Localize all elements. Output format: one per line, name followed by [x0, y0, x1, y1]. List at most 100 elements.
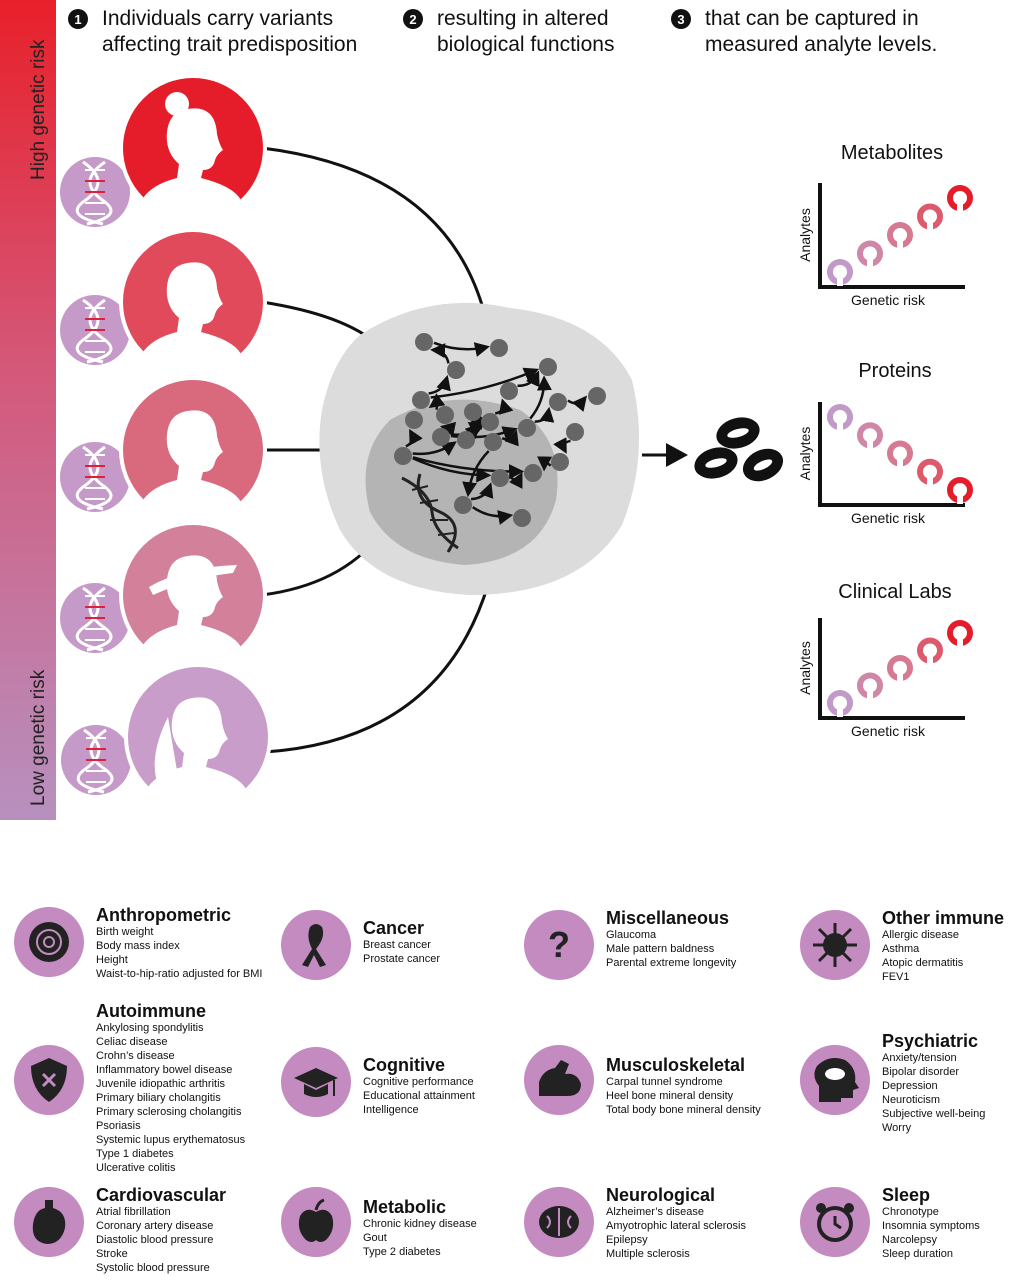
network-node	[500, 382, 518, 400]
trait-item: Anxiety/tension	[882, 1052, 957, 1064]
question-mark-icon: ?	[524, 910, 594, 980]
trait-item: Depression	[882, 1080, 938, 1092]
network-node	[432, 428, 450, 446]
individual-3	[60, 376, 267, 524]
shield-x-icon	[14, 1045, 84, 1115]
network-node	[588, 387, 606, 405]
analyte-marker	[887, 222, 913, 249]
analyte-marker	[917, 458, 943, 486]
trait-item: Chronic kidney disease	[363, 1218, 477, 1230]
plot-ylabel: Analytes	[797, 641, 813, 695]
trait-item: Celiac disease	[96, 1036, 168, 1048]
network-node	[551, 453, 569, 471]
network-edge	[412, 456, 525, 480]
trait-item: Insomnia symptoms	[882, 1220, 980, 1232]
network-edge	[430, 343, 450, 364]
network-edge	[553, 437, 571, 454]
network-node	[490, 339, 508, 357]
trait-item: Gout	[363, 1232, 387, 1244]
plot-xlabel: Genetic risk	[851, 510, 926, 526]
analyte-marker	[857, 422, 883, 450]
brain-icon	[524, 1187, 594, 1257]
step-number: 3	[671, 9, 691, 29]
trait-item: Male pattern baldness	[606, 943, 715, 955]
individual-4	[60, 521, 267, 669]
heart-icon	[14, 1187, 84, 1257]
tape-measure-icon	[14, 907, 84, 977]
ribbon-icon	[281, 910, 351, 980]
plot-axes	[818, 402, 965, 507]
network-edge	[508, 472, 523, 489]
trait-item: Worry	[882, 1122, 912, 1134]
network-edge	[428, 393, 446, 410]
plot-xlabel: Genetic risk	[851, 723, 926, 739]
trait-item: Height	[96, 954, 128, 966]
trait-item: Inflammatory bowel disease	[96, 1064, 233, 1076]
person-man-hat-icon	[119, 521, 267, 669]
individual-1	[60, 74, 267, 227]
step-1: 1 Individuals carry variants affecting t…	[68, 6, 357, 58]
analyte-marker	[827, 690, 853, 717]
person-child-icon	[119, 376, 267, 524]
individuals	[60, 74, 272, 811]
trait-item: Type 2 diabetes	[363, 1246, 441, 1258]
network-edge	[412, 441, 457, 456]
network-edge	[517, 370, 540, 388]
head-storm-icon	[800, 1045, 870, 1115]
trait-item: Systemic lupus erythematosus	[96, 1134, 246, 1146]
analyte-marker	[827, 259, 853, 286]
category-title: Cardiovascular	[96, 1185, 227, 1205]
trait-item: Cognitive performance	[363, 1076, 474, 1088]
step-text: Individuals carry variants affecting tra…	[102, 7, 358, 56]
category-title: Metabolic	[363, 1197, 447, 1217]
trait-item: Juvenile idiopathic arthritis	[96, 1078, 226, 1090]
network-node	[524, 464, 542, 482]
trait-item: Coronary artery disease	[96, 1220, 214, 1232]
plot-title-metabolites: Metabolites	[840, 142, 944, 164]
trait-item: Systolic blood pressure	[96, 1262, 210, 1274]
analyte-marker	[887, 655, 913, 682]
analyte-marker	[917, 203, 943, 231]
trait-item: Intelligence	[363, 1104, 419, 1116]
trait-item: Chronotype	[882, 1206, 939, 1218]
analyte-marker	[887, 440, 913, 468]
trait-item: Glaucoma	[606, 929, 657, 941]
step-3: 3 that can be captured in measured analy…	[671, 6, 937, 58]
category-title: Other immune	[882, 908, 1005, 928]
analyte-marker	[947, 477, 973, 504]
category-title: Autoimmune	[96, 1001, 206, 1021]
trait-item: Asthma	[882, 943, 920, 955]
cell	[319, 302, 640, 595]
molecular-network	[394, 333, 606, 527]
category-title: Sleep	[882, 1185, 931, 1205]
network-nodes	[394, 333, 606, 527]
trait-item: Amyotrophic lateral sclerosis	[606, 1220, 746, 1232]
plot-ylabel: Analytes	[797, 208, 813, 262]
network-node	[464, 403, 482, 421]
category-title: Cognitive	[363, 1055, 446, 1075]
individual-5	[61, 663, 272, 811]
network-node	[481, 413, 499, 431]
trait-item: Primary biliary cholangitis	[96, 1092, 221, 1104]
trait-item: Breast cancer	[363, 939, 431, 951]
trait-item: FEV1	[882, 971, 910, 983]
